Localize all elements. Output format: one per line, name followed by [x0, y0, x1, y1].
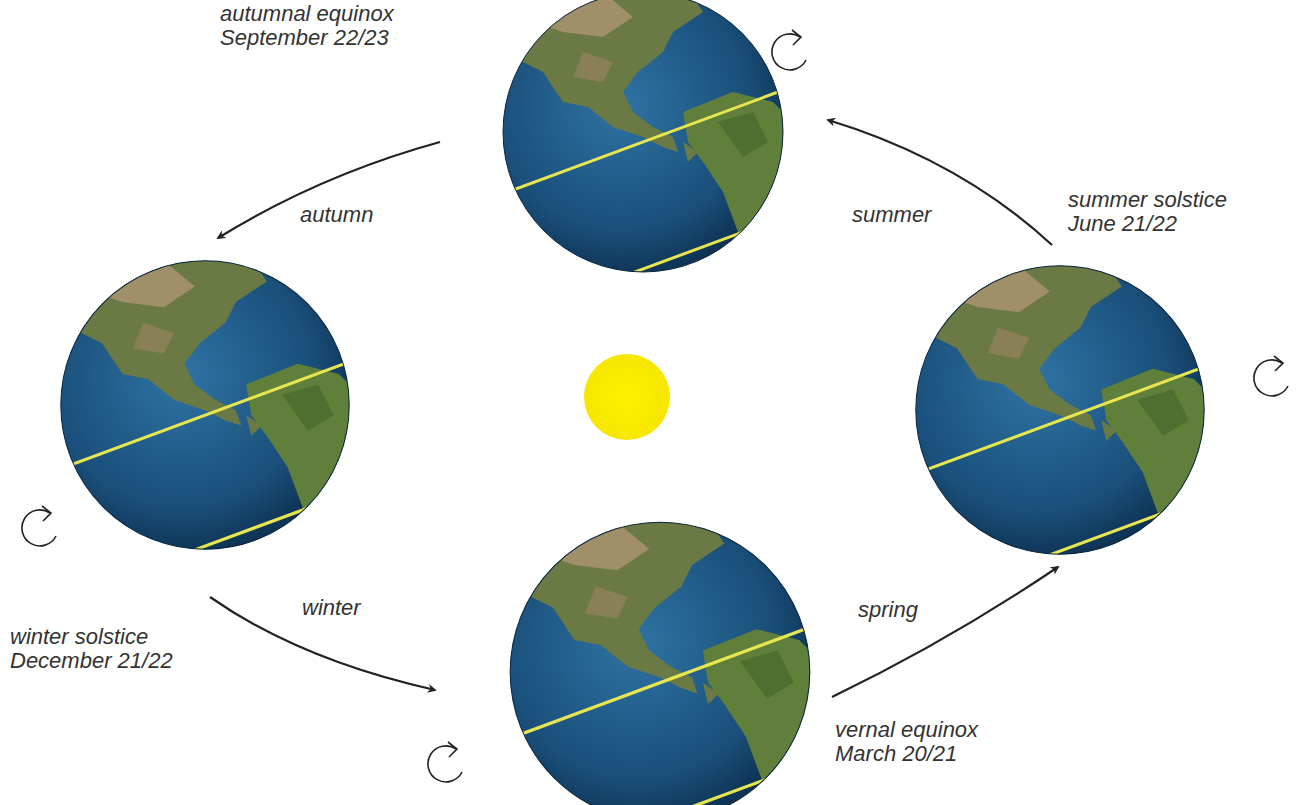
- season-label: summer: [852, 203, 931, 227]
- season-label: autumn: [300, 203, 373, 227]
- earth-globe: [0, 126, 514, 661]
- date-label: winter solstice December 21/22: [10, 625, 195, 673]
- rotation-arrow: [22, 506, 56, 546]
- orbit-arrow: [218, 142, 440, 238]
- orbit-arrow: [828, 120, 1052, 245]
- season-label: spring: [858, 598, 918, 622]
- earth-globe: [343, 0, 943, 380]
- sun: [584, 354, 670, 440]
- date-label: autumnal equinox September 22/23: [220, 2, 415, 50]
- rotation-arrow: [428, 742, 462, 782]
- season-label: winter: [302, 596, 361, 620]
- rotation-arrow: [1254, 356, 1288, 396]
- date-label: summer solstice June 21/22: [1068, 188, 1258, 236]
- date-label: vernal equinox March 20/21: [835, 718, 1015, 766]
- orbit-arrow: [210, 597, 435, 690]
- rotation-arrow: [772, 30, 806, 70]
- orbit-arrow: [832, 567, 1058, 697]
